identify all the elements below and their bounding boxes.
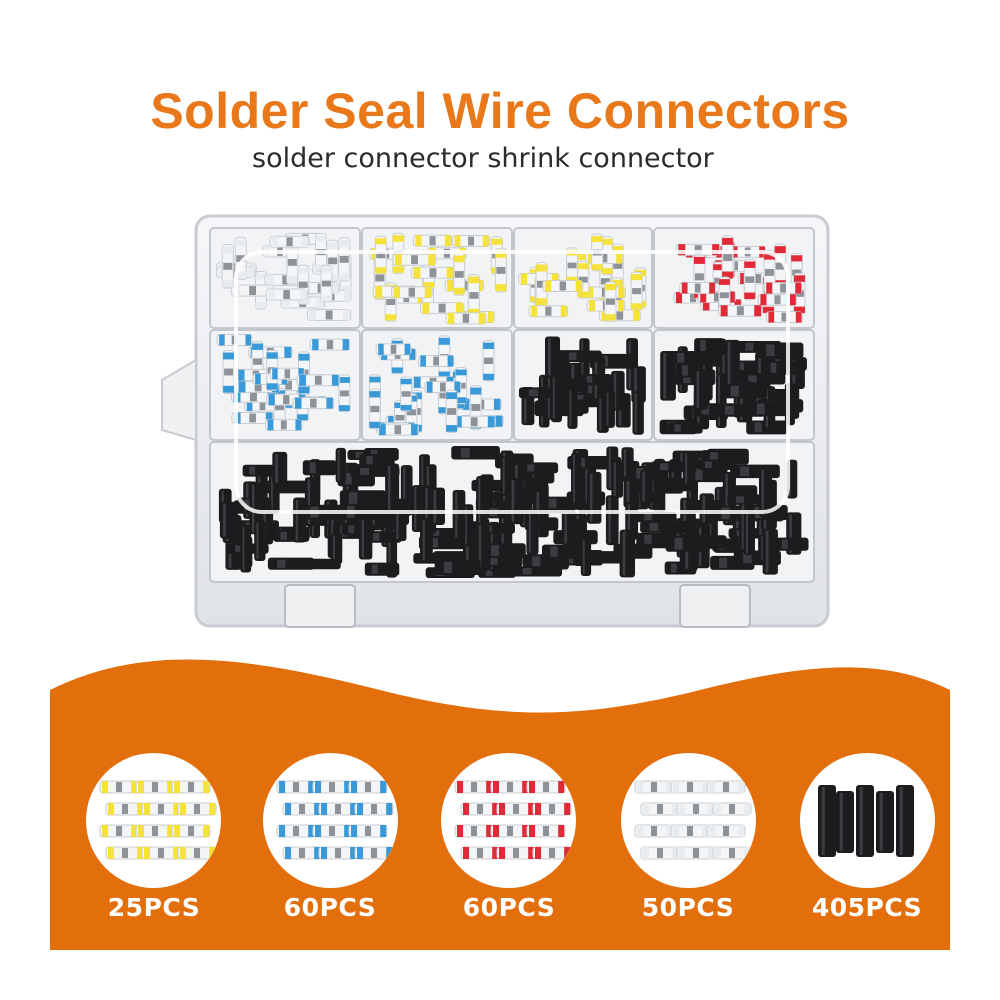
clear-connector-icon: [621, 753, 756, 888]
heat-shrink-tube-icon: [800, 753, 935, 888]
kit-count-blue: 60PCS: [283, 893, 377, 922]
box-compartment: [513, 329, 653, 441]
connector-organizer-box-image: [161, 214, 830, 628]
blue-connectors-thumb: [263, 753, 398, 888]
blue-connector-icon: [263, 753, 398, 888]
kit-count-clear: 50PCS: [641, 893, 735, 922]
kit-count-red: 60PCS: [462, 893, 556, 922]
product-subtitle: solder connector shrink connector: [252, 143, 714, 174]
box-compartment: [209, 329, 361, 441]
box-compartment: [361, 329, 513, 441]
kit-count-yellow: 25PCS: [107, 893, 201, 922]
clear-connectors-thumb: [621, 753, 756, 888]
product-title: Solder Seal Wire Connectors: [150, 83, 850, 139]
box-compartment: [653, 329, 815, 441]
red-connector-icon: [441, 753, 576, 888]
yellow-connectors-thumb: [86, 753, 221, 888]
red-connectors-thumb: [441, 753, 576, 888]
yellow-connector-icon: [86, 753, 221, 888]
heat-shrink-tubes-thumb: [800, 753, 935, 888]
kit-count-black: 405PCS: [811, 893, 923, 922]
